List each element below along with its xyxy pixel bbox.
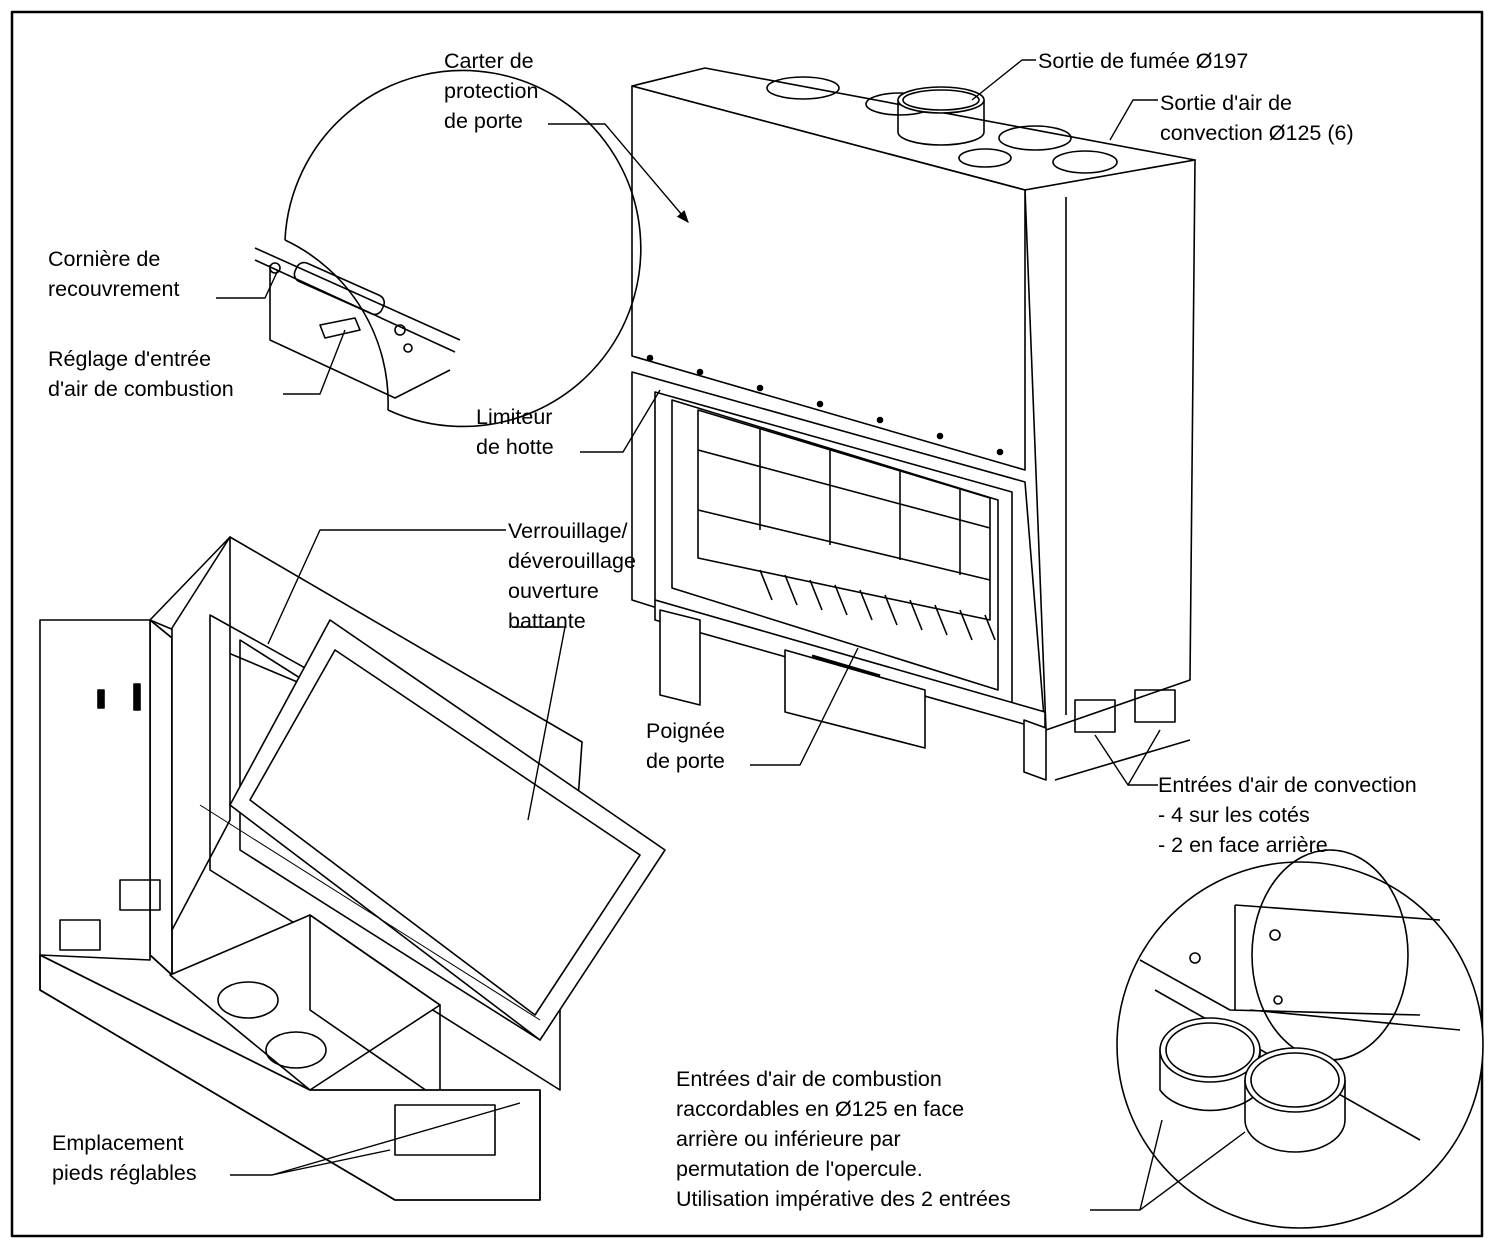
label-corniere: Cornière de recouvrement xyxy=(48,247,180,301)
label-entrees-convection: Entrées d'air de convection - 4 sur les … xyxy=(1158,773,1417,857)
label-entrees-combustion: Entrées d'air de combustion raccordables… xyxy=(676,1067,1011,1211)
label-carter: Carter de protection de porte xyxy=(444,49,539,133)
fireplace-front-view xyxy=(631,67,1196,781)
detail-circle-corniere xyxy=(254,69,642,428)
detail-circle-combustion xyxy=(1116,849,1484,1229)
label-poignee: Poignée de porte xyxy=(646,719,725,773)
fireplace-open-door-view xyxy=(39,536,666,1201)
leader-lines xyxy=(216,59,1246,1211)
label-sortie-air: Sortie d'air de convection Ø125 (6) xyxy=(1160,91,1354,145)
drawing-border xyxy=(10,10,1484,1238)
label-reglage: Réglage d'entrée d'air de combustion xyxy=(48,347,234,401)
label-verrouillage: Verrouillage/ déverouillage ouverture ba… xyxy=(508,519,636,633)
label-limiteur: Limiteur de hotte xyxy=(476,405,554,459)
label-sortie-fumee: Sortie de fumée Ø197 xyxy=(1038,49,1249,73)
label-pieds: Emplacement pieds réglables xyxy=(52,1131,197,1185)
